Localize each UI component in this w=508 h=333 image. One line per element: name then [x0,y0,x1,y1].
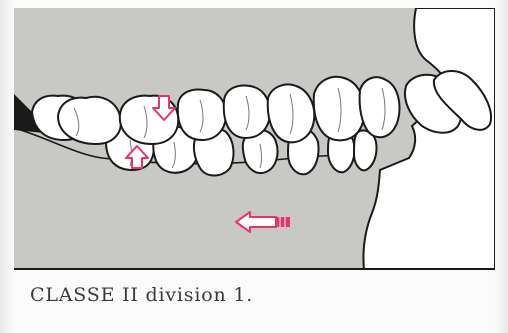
upper-premolar-tooth [224,86,270,138]
upper-incisor-tooth [314,77,365,141]
upper-incisor-tooth [360,77,400,137]
dental-occlusion-illustration [14,8,495,270]
upper-canine-tooth [268,85,315,143]
upper-premolar-tooth [178,90,226,140]
arrow-tail [276,217,290,227]
figure-caption: CLASSE II division 1. [30,284,253,306]
